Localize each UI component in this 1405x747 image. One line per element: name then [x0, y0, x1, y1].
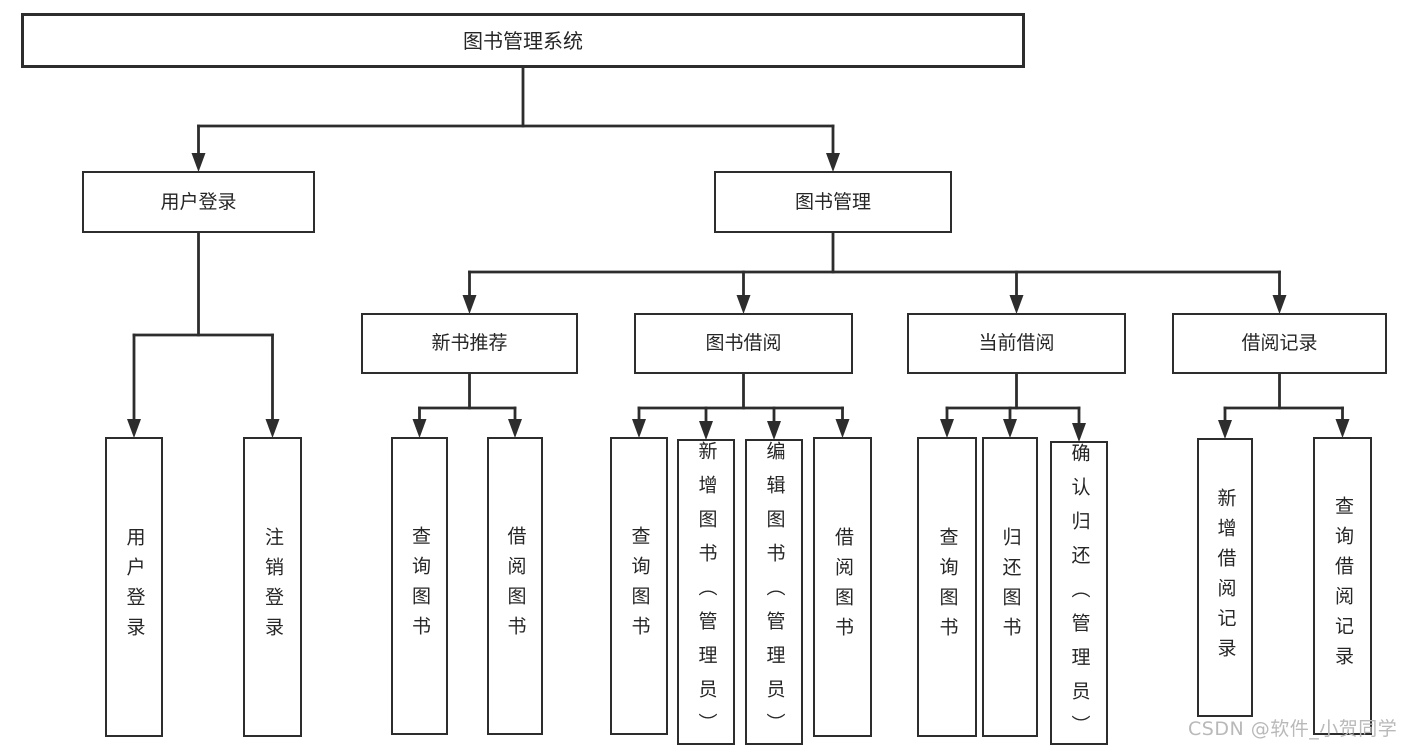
- diagram-node-root: 图书管理系统: [21, 13, 1025, 68]
- diagram-node-g3-query-book: 查询图书: [610, 437, 668, 735]
- node-label: 借阅图书: [832, 527, 854, 647]
- node-label: 用户登录: [160, 190, 237, 213]
- diagram-node-g2-borrow-book: 借阅图书: [487, 437, 543, 735]
- node-label: 查询图书: [409, 526, 431, 646]
- diagram-node-g4-query-book: 查询图书: [917, 437, 977, 737]
- diagram-node-g4-return-book: 归还图书: [982, 437, 1038, 737]
- diagram-node-borrow-records: 借阅记录: [1172, 313, 1387, 374]
- node-label: 图书管理: [794, 190, 871, 213]
- node-label: 注销登录: [262, 527, 284, 647]
- node-label: 借阅图书: [504, 526, 527, 646]
- diagram-node-g3-edit-book: 编辑图书（管理员）: [745, 439, 803, 747]
- diagram-node-g4-confirm-return: 确认归还（管理员）: [1050, 441, 1108, 747]
- diagram-node-leaf-user-login: 用户登录: [105, 437, 163, 737]
- diagram-node-g2-query-book: 查询图书: [391, 437, 448, 735]
- node-label: 新书推荐: [431, 332, 508, 354]
- diagram-node-g5-add-record: 新增借阅记录: [1197, 438, 1253, 717]
- node-label: 归还图书: [999, 527, 1022, 647]
- diagram-node-g5-query-record: 查询借阅记录: [1313, 437, 1372, 735]
- node-label: 用户登录: [123, 527, 146, 647]
- node-label: 确认归还（管理员）: [1068, 443, 1091, 747]
- diagram-node-user-login: 用户登录: [82, 171, 315, 233]
- node-label: 新增借阅记录: [1214, 487, 1237, 668]
- node-label: 查询借阅记录: [1332, 496, 1354, 676]
- diagram-node-g3-add-book: 新增图书（管理员）: [677, 439, 735, 747]
- diagram-node-book-borrow: 图书借阅: [634, 313, 853, 374]
- diagram-node-current-borrow: 当前借阅: [907, 313, 1126, 374]
- node-label: 编辑图书（管理员）: [763, 441, 786, 747]
- diagram-node-leaf-logout: 注销登录: [243, 437, 302, 737]
- node-label: 借阅记录: [1241, 332, 1318, 354]
- node-label: 查询图书: [936, 527, 959, 647]
- node-label: 新增图书（管理员）: [695, 441, 718, 747]
- diagram-node-g3-borrow-book: 借阅图书: [813, 437, 872, 737]
- node-label: 图书管理系统: [463, 28, 583, 53]
- diagram-node-book-mgmt: 图书管理: [714, 171, 952, 233]
- node-label: 图书借阅: [705, 332, 782, 354]
- diagram-node-new-book-rec: 新书推荐: [361, 313, 578, 374]
- node-label: 当前借阅: [978, 332, 1055, 354]
- node-label: 查询图书: [628, 526, 651, 646]
